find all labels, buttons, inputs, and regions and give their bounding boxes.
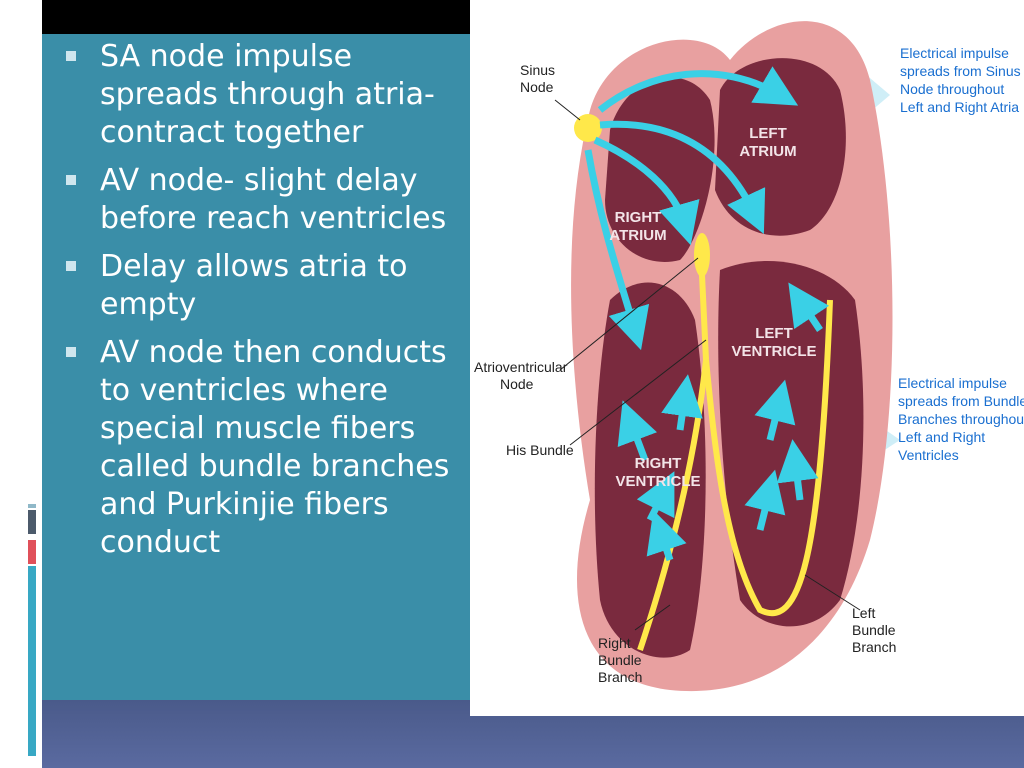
bullet-item: SA node impulse spreads through atria- c…: [58, 38, 463, 152]
callout-top-text: Electrical impulse spreads from Sinus No…: [900, 45, 1024, 115]
bullet-square-icon: [66, 261, 76, 271]
decor-stripe: [28, 566, 36, 756]
impulse-arrows: [584, 66, 830, 562]
bullet-square-icon: [66, 175, 76, 185]
bullet-square-icon: [66, 347, 76, 357]
leader-lines: [554, 99, 861, 631]
his-bundle-label: His Bundle: [506, 442, 574, 458]
left-decor-strip: [0, 0, 42, 768]
top-bar: [42, 0, 470, 34]
bullet-item: AV node- slight delay before reach ventr…: [58, 162, 463, 238]
bullet-item: AV node then conducts to ventricles wher…: [58, 334, 463, 562]
decor-stripe: [28, 504, 36, 508]
text-panel: [42, 34, 470, 700]
sinus-node-marker: [574, 114, 602, 142]
bullet-item: Delay allows atria to empty: [58, 248, 463, 324]
bullet-text: SA node impulse spreads through atria- c…: [100, 39, 435, 150]
bullet-text: AV node- slight delay before reach ventr…: [100, 163, 447, 236]
bullet-square-icon: [66, 51, 76, 61]
bullet-text: Delay allows atria to empty: [100, 249, 408, 322]
decor-stripe: [28, 510, 36, 534]
decor-stripe: [28, 540, 36, 564]
bullet-list: SA node impulse spreads through atria- c…: [58, 38, 463, 572]
callout-bottom-text: Electrical impulse spreads from Bundle B…: [898, 375, 1024, 463]
bullet-text: AV node then conducts to ventricles wher…: [100, 335, 450, 560]
av-node-marker: [694, 233, 710, 277]
